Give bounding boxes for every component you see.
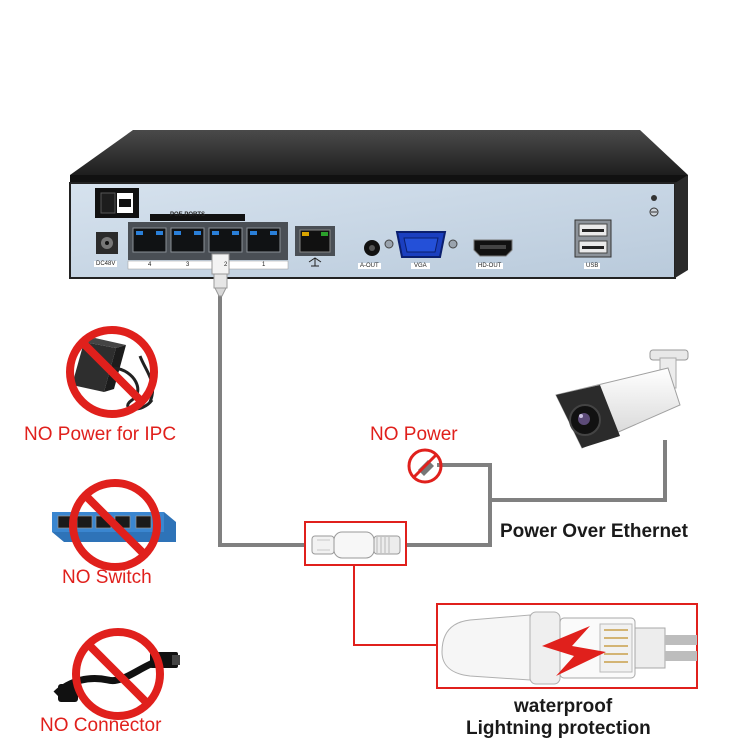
coupler-detail-graphic <box>441 611 697 685</box>
lan-port <box>295 226 335 267</box>
no-connector-label: NO Connector <box>40 715 162 736</box>
vga-label: VGA <box>411 263 430 269</box>
audio-out-label: A-OUT <box>358 263 381 269</box>
dc-input-label: DC48V <box>94 261 118 267</box>
no-switch-label: NO Switch <box>62 567 152 588</box>
no-power-ipc-label: NO Power for IPC <box>24 424 177 445</box>
hdmi-port <box>473 239 513 257</box>
lightning-bolt-icon <box>542 626 606 676</box>
poe-port-number: 3 <box>186 262 190 268</box>
poe-label: Power Over Ethernet <box>500 521 688 542</box>
no-connector-icon <box>53 628 180 720</box>
no-switch-icon <box>52 479 176 571</box>
poe-port-number: 4 <box>148 262 152 268</box>
dc-power-jack <box>96 232 118 254</box>
hdmi-label: HD-OUT <box>476 263 504 269</box>
nvr-cable-plug <box>211 253 230 297</box>
power-switch <box>95 188 139 218</box>
lightning-protection-label: Lightning protection <box>466 718 651 739</box>
bullet-camera <box>555 349 689 449</box>
poe-port-block <box>127 214 289 270</box>
audio-out-jack <box>364 240 380 256</box>
poe-ports-label: POE PORTS <box>170 212 206 218</box>
poe-port-number: 1 <box>262 262 266 268</box>
vga-port <box>384 231 458 258</box>
no-power-adapter-icon <box>66 326 158 418</box>
usb-label: USB <box>584 263 601 269</box>
poe-port-number: 2 <box>224 262 228 268</box>
waterproof-coupler <box>311 531 401 559</box>
cable-lines <box>218 295 667 547</box>
no-power-label: NO Power <box>370 424 458 445</box>
waterproof-label: waterproof <box>514 696 613 717</box>
ground-screw <box>649 195 659 217</box>
detail-leader-line <box>353 565 437 646</box>
usb-ports <box>574 219 612 258</box>
no-power-plug-icon <box>407 448 443 484</box>
connector-highlight-box <box>304 521 407 566</box>
nvr-recorder <box>69 130 688 279</box>
